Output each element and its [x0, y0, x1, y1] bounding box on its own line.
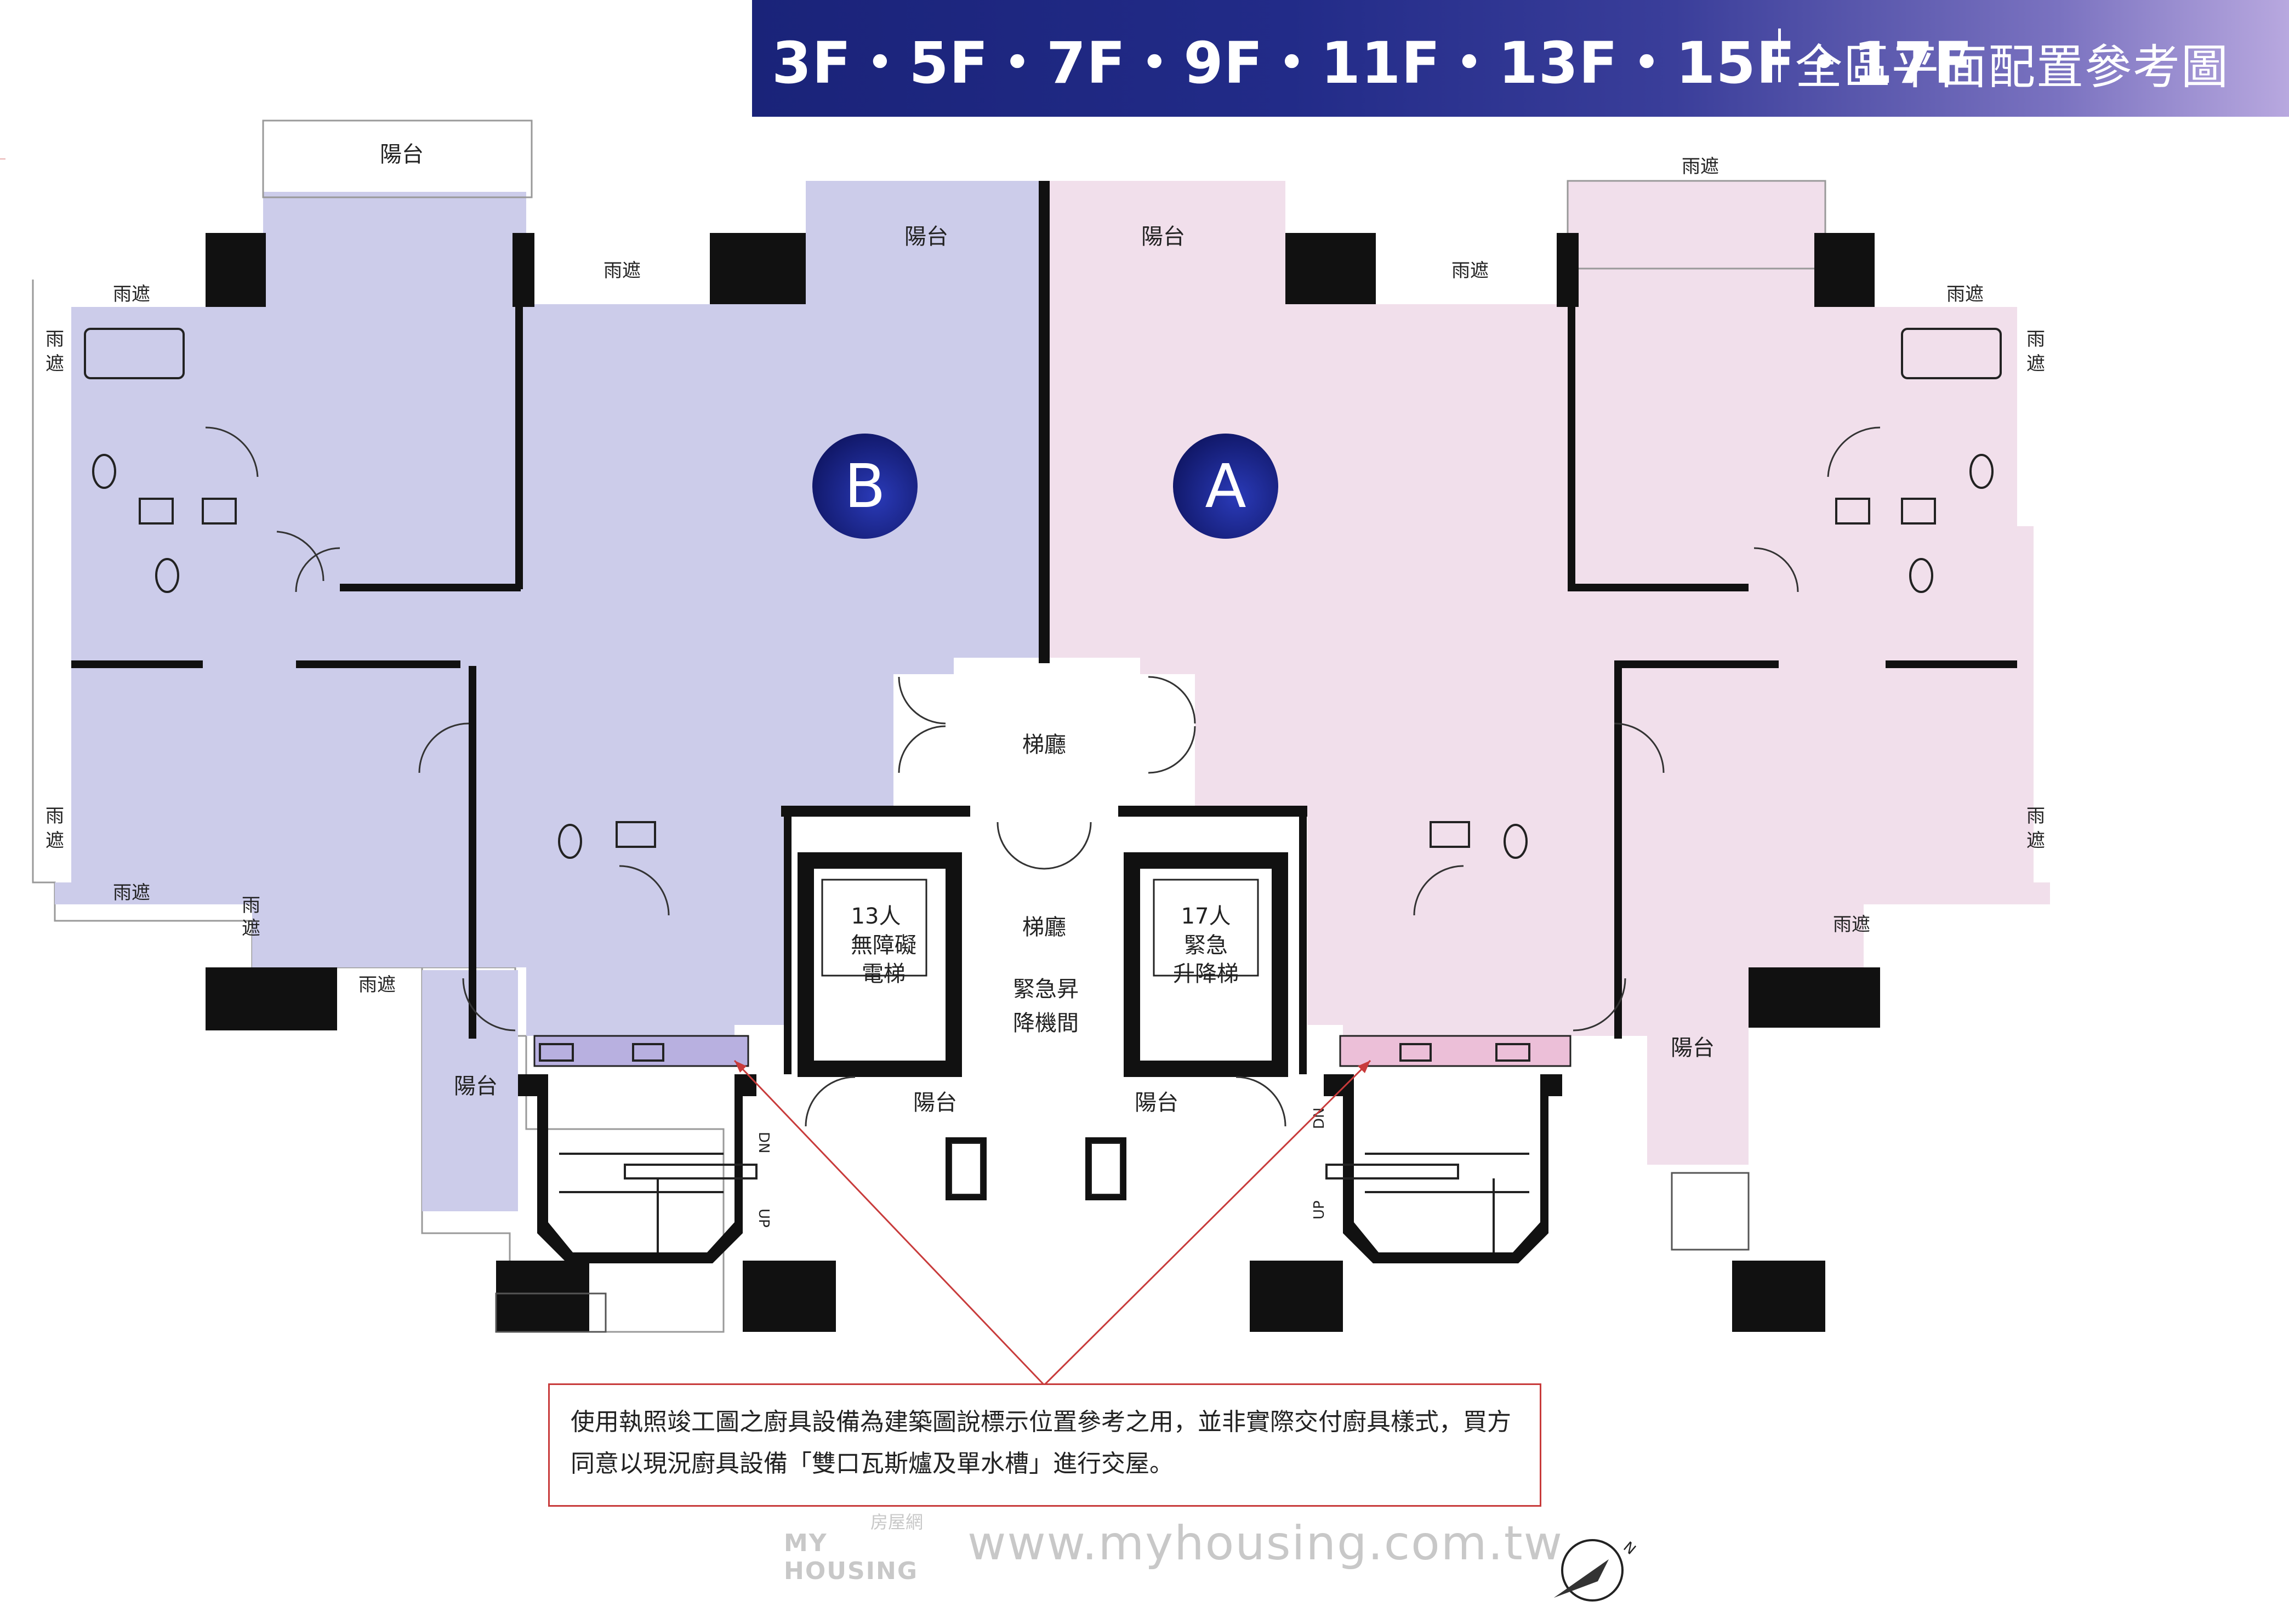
header-title: 全區平面配置參考圖	[1795, 40, 2229, 95]
canopy-v-3a: 雨	[45, 805, 64, 827]
elevator-left-line2: 無障礙	[851, 933, 916, 958]
canopy-label-2: 雨遮	[603, 260, 641, 282]
canopy-v-1b: 遮	[45, 353, 64, 375]
stair-right-up: UP	[1311, 1200, 1328, 1220]
balcony-label-b-mid: 陽台	[904, 224, 948, 249]
emergency-lift-room-line1: 緊急昇	[1013, 977, 1079, 1002]
unit-a-badge	[1173, 434, 1278, 539]
watermark-logo-en: MY HOUSING	[784, 1529, 918, 1585]
canopy-v-2b: 遮	[2026, 353, 2045, 375]
canopy-v-2a: 雨	[2026, 328, 2045, 350]
emergency-lift-room-line2: 降機間	[1013, 1011, 1079, 1036]
fixtures	[84, 328, 2002, 1062]
canopy-v-4a: 雨	[2026, 805, 2045, 827]
stair-left-dn: DN	[755, 1132, 772, 1153]
header-band	[752, 0, 2289, 117]
stairs-left	[559, 1153, 758, 1252]
balcony-label-a-mid: 陽台	[1141, 224, 1185, 249]
watermark-logo: 房屋網 MY HOUSING	[778, 1512, 943, 1585]
stair-left-up: UP	[755, 1209, 772, 1228]
canopy-label-5: 雨遮	[1946, 283, 1984, 305]
elevator-right-car	[1153, 879, 1259, 977]
canopy-label-7: 雨遮	[358, 974, 396, 996]
canopy-v-5b: 遮	[242, 918, 260, 939]
elevator-right-line1: 17人	[1181, 904, 1231, 929]
unit-b-letter: B	[844, 451, 885, 521]
header-floors: 3F・5F・7F・9F・11F・13F・15F・17F	[772, 30, 1973, 96]
doors	[205, 426, 1881, 1127]
watermark-logo-cn: 房屋網	[870, 1512, 924, 1532]
kitchen-notice: 使用執照竣工圖之廚具設備為建築圖說標示位置參考之用，並非實際交付廚具樣式，買方同…	[548, 1383, 1541, 1507]
hatched-area-right	[1671, 1172, 1750, 1251]
elevator-lobby-label: 梯廳	[1022, 915, 1066, 940]
compass-icon: N	[1554, 1538, 1639, 1602]
elevator-left-line1: 13人	[851, 904, 901, 929]
elevator-left-car	[821, 879, 927, 977]
unit-b-badge	[812, 434, 918, 539]
canopy-label-8: 雨遮	[1833, 914, 1870, 936]
unit-a-letter: A	[1205, 451, 1246, 521]
watermark-url: www.myhousing.com.tw	[967, 1516, 1563, 1571]
header-separator	[1778, 29, 1781, 82]
canopy-v-4b: 遮	[2026, 830, 2045, 852]
balcony-label-core-left: 陽台	[913, 1090, 957, 1115]
canopy-label-1: 雨遮	[113, 283, 150, 305]
hatched-area-left	[495, 1292, 607, 1333]
balcony-label-b-low: 陽台	[454, 1074, 498, 1099]
canopy-v-1a: 雨	[45, 328, 64, 350]
canopy-label-6: 雨遮	[113, 882, 150, 904]
elevator-left-line3: 電梯	[862, 961, 906, 987]
balcony-label-core-right: 陽台	[1135, 1090, 1178, 1115]
canopy-v-3b: 遮	[45, 830, 64, 852]
unit-a-area	[1044, 180, 2050, 1165]
compass-north-label: N	[1620, 1538, 1639, 1558]
canopy-label-4: 雨遮	[1682, 156, 1719, 178]
elevator-right-line3: 升降梯	[1173, 961, 1239, 987]
stairs-right	[1325, 1153, 1529, 1252]
balcony-label-a-low: 陽台	[1671, 1035, 1715, 1061]
unit-b-area	[32, 119, 1044, 1333]
balcony-label-b-top: 陽台	[380, 142, 424, 167]
elevator-right-line2: 緊急	[1184, 933, 1228, 958]
elevator-lobby-label-top: 梯廳	[1022, 732, 1066, 757]
notice-pointer-lines	[733, 1059, 1371, 1386]
canopy-v-5a: 雨	[242, 894, 260, 916]
canopy-label-3: 雨遮	[1451, 260, 1489, 282]
walls	[71, 181, 2017, 1332]
